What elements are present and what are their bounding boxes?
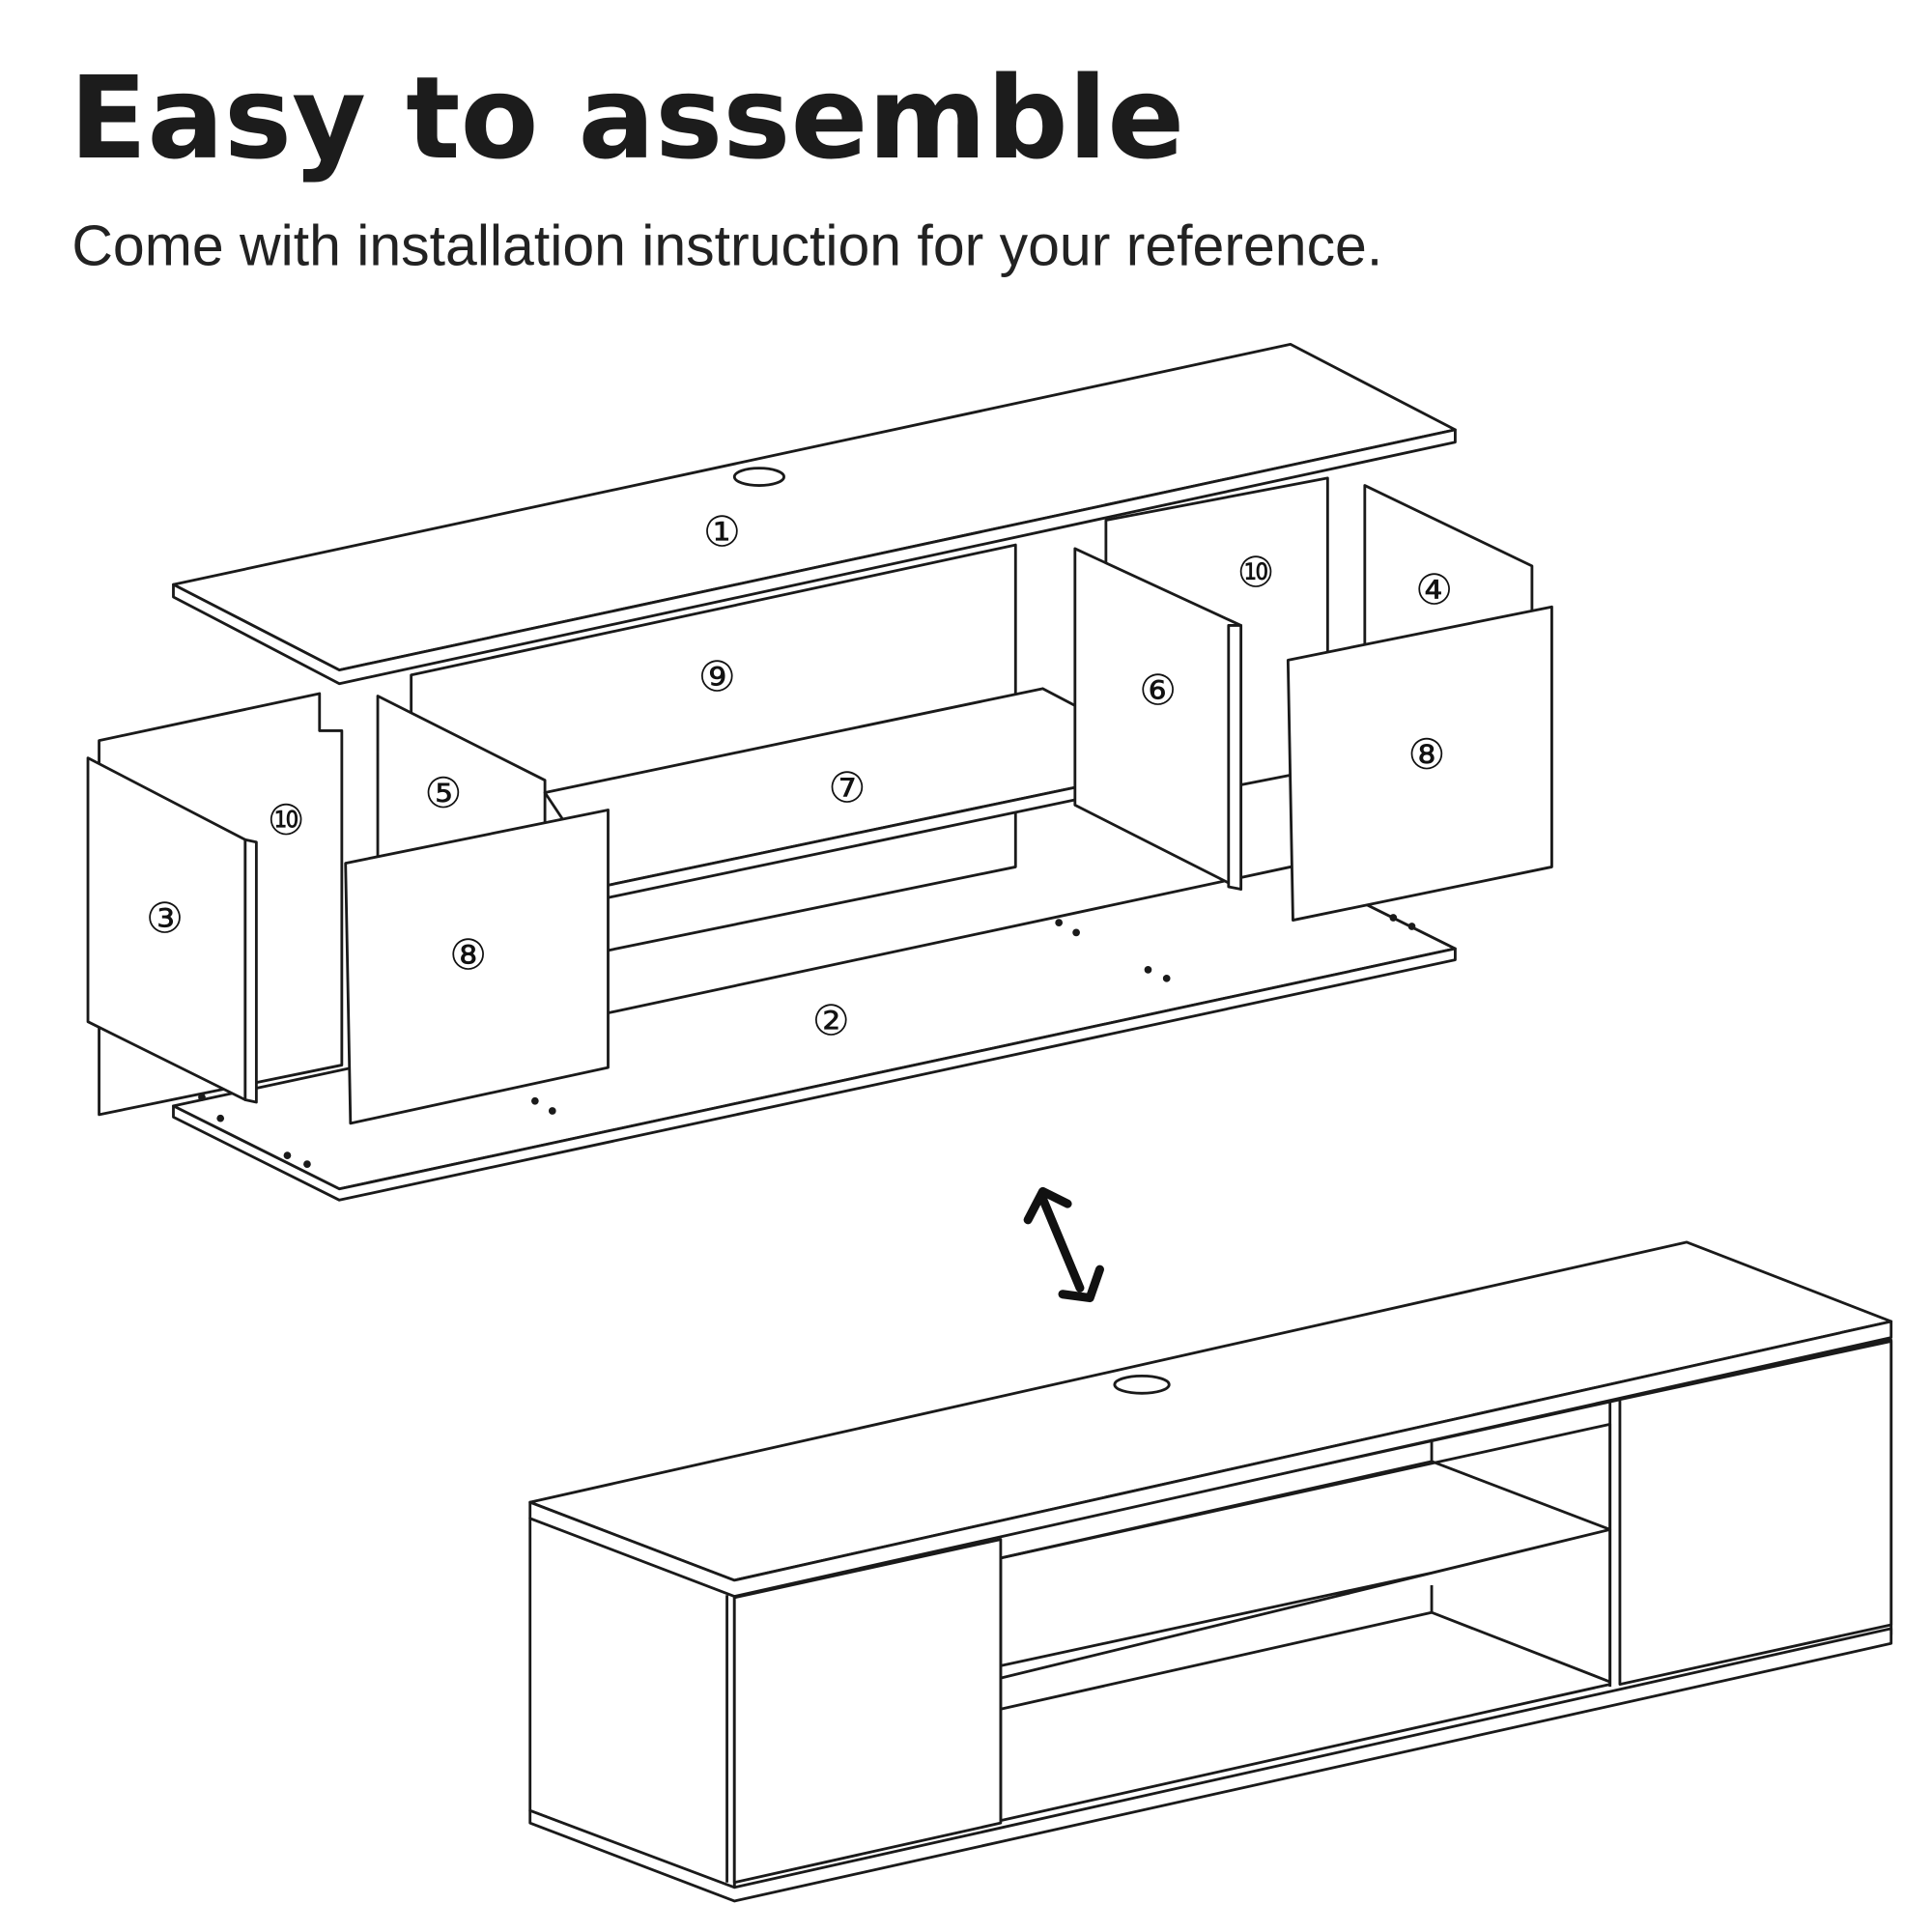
door-8-right bbox=[1286, 605, 1553, 922]
label-part-7: ⑦ bbox=[828, 765, 866, 813]
label-part-1: ① bbox=[703, 508, 741, 556]
door-8-left bbox=[344, 809, 610, 1125]
label-part-4: ④ bbox=[1415, 567, 1453, 615]
double-arrow-icon bbox=[1023, 1186, 1104, 1303]
label-part-8-left: ⑧ bbox=[449, 932, 487, 980]
door-right bbox=[1618, 1340, 1893, 1686]
dowel-holes bbox=[198, 914, 1416, 1168]
door-left bbox=[732, 1538, 1003, 1885]
cable-hole bbox=[732, 467, 785, 487]
bottom-panel-2-edge bbox=[172, 947, 1457, 1202]
stand-top-edge bbox=[528, 1320, 1893, 1598]
label-part-5: ⑤ bbox=[424, 770, 462, 818]
page-subtitle: Come with installation instruction for y… bbox=[71, 214, 1382, 277]
label-part-8-right: ⑧ bbox=[1407, 731, 1445, 780]
label-part-6: ⑥ bbox=[1139, 667, 1177, 715]
label-part-2: ② bbox=[812, 998, 850, 1046]
page-title: Easy to assemble bbox=[70, 52, 1184, 185]
stand-bottom-edge bbox=[528, 1627, 1893, 1903]
label-part-3: ③ bbox=[146, 895, 184, 943]
side-panel-3-edge bbox=[243, 838, 258, 1104]
top-panel-1-edge bbox=[172, 428, 1457, 686]
label-part-10-right: ⑩ bbox=[1236, 550, 1274, 598]
cable-hole bbox=[1113, 1374, 1171, 1395]
exploded-view: ① ② ③ ④ ⑤ ⑥ ⑦ ⑧ ⑧ ⑨ ⑩ ⑩ bbox=[86, 343, 1553, 1202]
label-part-10-left: ⑩ bbox=[268, 797, 305, 845]
assembled-tv-stand bbox=[528, 1240, 1893, 1903]
label-part-9: ⑨ bbox=[698, 653, 736, 701]
side-panel-6-edge bbox=[1227, 624, 1243, 891]
